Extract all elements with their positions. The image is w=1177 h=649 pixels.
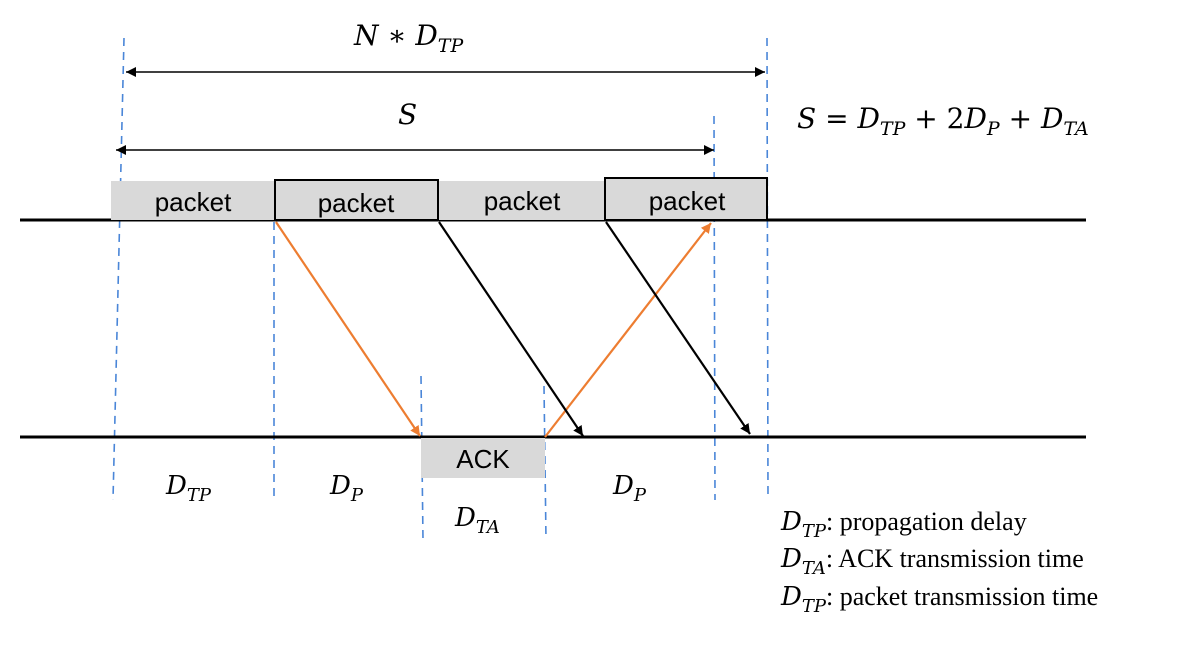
ack-return-arrow <box>544 222 712 438</box>
packet-box-3 <box>439 181 605 220</box>
dtp-interval-label: DTP <box>165 471 212 506</box>
legend-item-2: DTA: ACK transmission time <box>780 544 1084 579</box>
ack-label: ACK <box>456 444 510 474</box>
packet-label-3: packet <box>484 186 561 216</box>
packet-box-4 <box>604 177 768 221</box>
legend-item-1: DTP: propagation delay <box>780 507 1027 542</box>
packet-to-ack-arrow <box>275 221 421 437</box>
legend-item-3: DTP: packet transmission time <box>780 582 1098 617</box>
s-label: S <box>398 98 417 131</box>
packet-box-2 <box>274 179 439 221</box>
s-equation: S = DTP + 2DP + DTA <box>797 102 1089 140</box>
guide-line-start <box>112 37 125 501</box>
packet-label-1: packet <box>155 187 232 217</box>
dp-interval-label-1: DP <box>329 471 364 506</box>
ack-box <box>421 438 545 478</box>
guide-line-s-end <box>713 115 716 501</box>
n-dtp-label: N ∗ DTP <box>353 19 464 57</box>
dp-interval-label-2: DP <box>612 471 647 506</box>
dta-interval-label: DTA <box>454 503 500 538</box>
packet4-propagation-arrow <box>605 221 751 435</box>
packet2-propagation-arrow <box>438 221 584 437</box>
packet-label-2: packet <box>318 188 395 218</box>
guide-line-end <box>766 37 769 501</box>
packet-box-1 <box>111 181 275 220</box>
packet-label-4: packet <box>649 186 726 216</box>
